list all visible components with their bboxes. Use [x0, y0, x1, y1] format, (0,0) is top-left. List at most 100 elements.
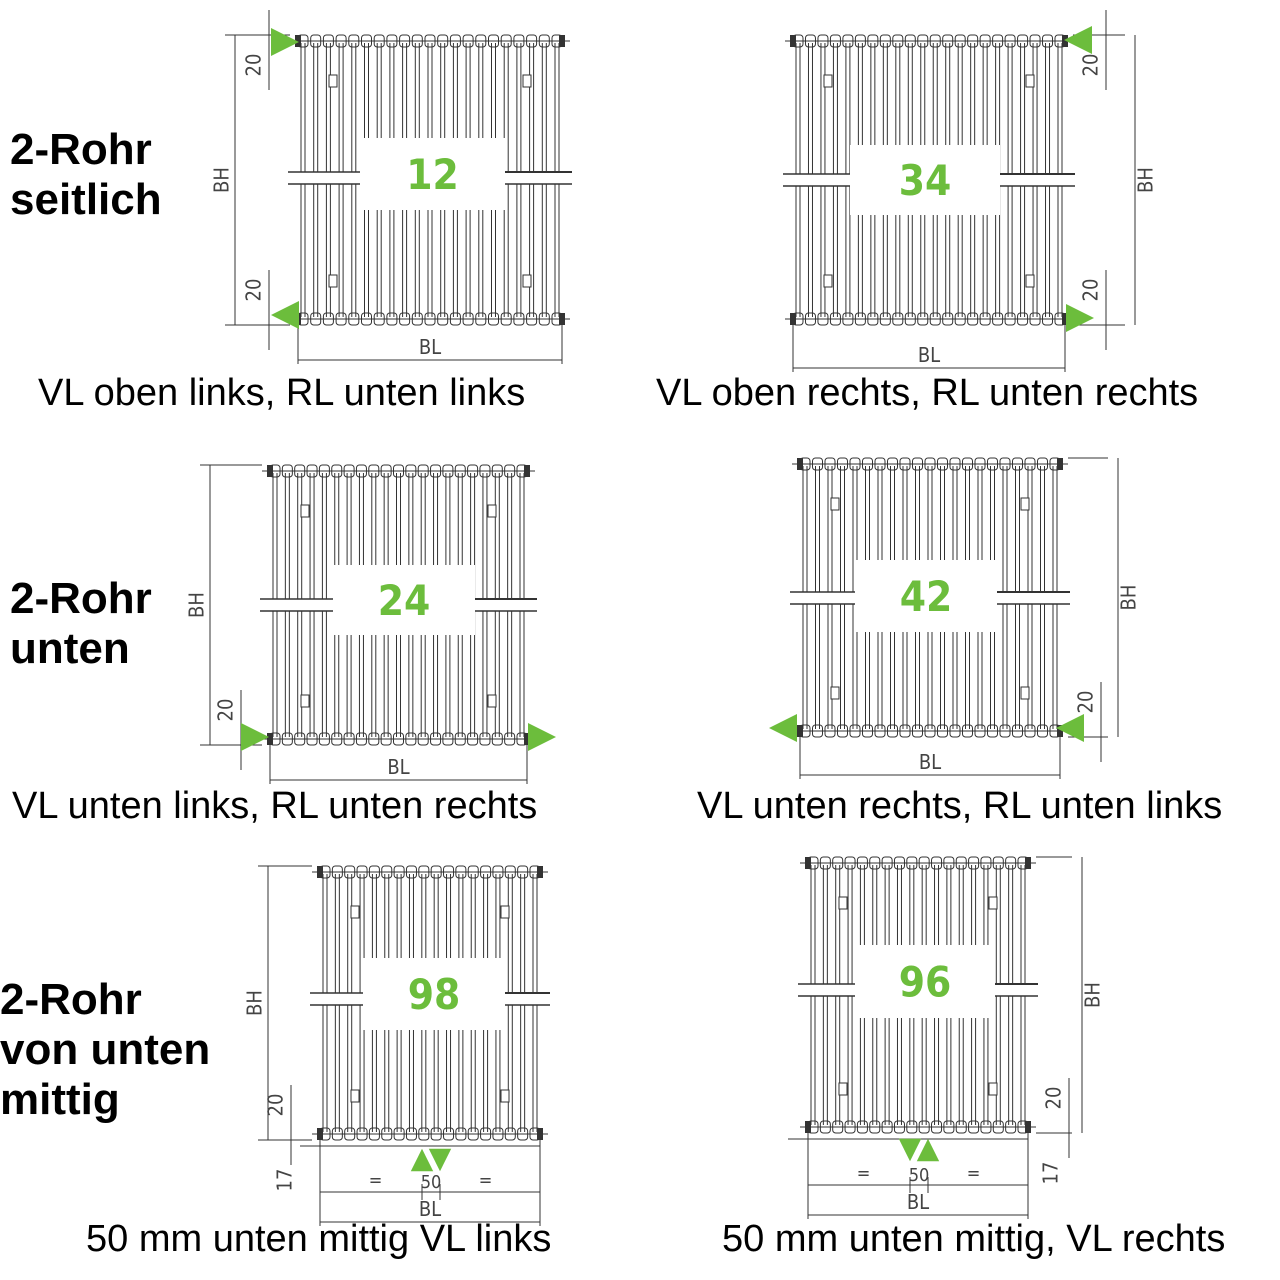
end-plug	[797, 725, 803, 737]
wall-bracket	[988, 896, 998, 910]
end-plug	[267, 465, 273, 477]
dim-bottom-label: 17	[1039, 1162, 1063, 1185]
end-plug	[559, 313, 565, 325]
end-plug	[295, 35, 301, 47]
end-plug	[790, 313, 796, 325]
flow-arrow-icon	[769, 714, 797, 742]
wall-bracket	[500, 905, 510, 919]
dim-bl-label: BL	[419, 1197, 441, 1221]
wall-bracket	[487, 504, 497, 518]
label-box	[850, 145, 1000, 215]
dim-bl-label: BL	[907, 1190, 929, 1214]
wall-bracket	[830, 497, 840, 511]
wall-bracket	[1020, 497, 1030, 511]
wall-bracket	[500, 1089, 510, 1103]
dim-bh-label: BH	[243, 990, 267, 1016]
end-plug	[1062, 35, 1068, 47]
dim-spacing-label: 50	[421, 1172, 442, 1193]
row-heading-side: 2-Rohr seitlich	[10, 125, 162, 225]
end-plug	[317, 866, 323, 878]
wall-bracket	[328, 74, 338, 88]
end-plug	[559, 35, 565, 47]
dim-offset-label: 20	[1074, 691, 1098, 714]
dim-bh-label: BH	[185, 592, 209, 618]
wall-bracket	[522, 74, 532, 88]
end-plug	[267, 733, 273, 745]
heading-line: 2-Rohr	[10, 125, 152, 174]
dim-bl-label: BL	[419, 335, 441, 359]
dim-equal-label: =	[967, 1163, 981, 1184]
dim-equal-label: =	[479, 1170, 493, 1191]
dim-offset-label: 20	[242, 279, 266, 302]
label-box	[363, 958, 505, 1030]
flow-arrow-icon	[241, 723, 269, 751]
end-plug	[790, 35, 796, 47]
heading-line: 2-Rohr	[10, 574, 152, 623]
end-plug	[317, 1128, 323, 1140]
dim-bh-label: BH	[1134, 167, 1158, 193]
label-box	[333, 565, 475, 635]
caption-96: 50 mm unten mittig, VL rechts	[722, 1218, 1226, 1260]
dim-bh-label: BH	[1117, 585, 1141, 611]
end-plug	[805, 857, 811, 869]
wall-bracket	[350, 905, 360, 919]
flow-arrow-icon	[1066, 304, 1094, 332]
end-plug	[1025, 857, 1031, 869]
caption-98: 50 mm unten mittig VL links	[86, 1218, 552, 1260]
dim-bl-label: BL	[387, 755, 409, 779]
end-plug	[524, 465, 530, 477]
dim-bl-label: BL	[918, 343, 940, 367]
wall-bracket	[823, 274, 833, 288]
wall-bracket	[300, 694, 310, 708]
dim-bottom-label: 17	[273, 1169, 297, 1192]
wall-bracket	[838, 1082, 848, 1096]
label-box	[855, 945, 995, 1018]
dim-offset-label: 20	[214, 699, 238, 722]
dim-equal-label: =	[369, 1170, 383, 1191]
wall-bracket	[1020, 686, 1030, 700]
dim-bh-label: BH	[1081, 982, 1105, 1008]
dim-offset-label: 20	[1079, 54, 1103, 77]
wall-bracket	[522, 274, 532, 288]
wall-bracket	[823, 74, 833, 88]
flow-arrow-icon	[1056, 714, 1084, 742]
end-plug	[524, 733, 530, 745]
label-box	[360, 138, 505, 210]
wall-bracket	[988, 1082, 998, 1096]
end-plug	[537, 866, 543, 878]
end-plug	[797, 458, 803, 470]
heading-line: 2-Rohr	[0, 975, 142, 1024]
heading-line: seitlich	[10, 175, 162, 224]
caption-34: VL oben rechts, RL unten rechts	[656, 372, 1199, 414]
flow-arrow-icon	[428, 1148, 452, 1172]
dim-offset-label: 20	[1042, 1087, 1066, 1110]
heading-line: mittig	[0, 1075, 120, 1124]
dim-equal-label: =	[857, 1163, 871, 1184]
model-code: 98	[408, 970, 461, 1019]
model-code: 12	[406, 150, 459, 199]
dim-offset-label: 20	[1079, 279, 1103, 302]
dim-offset-label: 20	[242, 54, 266, 77]
row-heading-bottom: 2-Rohr unten	[10, 574, 152, 674]
wall-bracket	[1025, 274, 1035, 288]
dim-bl-label: BL	[919, 750, 941, 774]
model-code: 42	[900, 572, 953, 621]
flow-arrow-icon	[271, 28, 299, 56]
flow-arrow-icon	[528, 723, 556, 751]
wall-bracket	[487, 694, 497, 708]
model-code: 34	[899, 156, 952, 205]
dim-offset-label: 20	[264, 1094, 288, 1117]
wall-bracket	[838, 896, 848, 910]
label-box	[855, 560, 997, 632]
end-plug	[805, 1121, 811, 1133]
end-plug	[1057, 725, 1063, 737]
model-code: 96	[899, 958, 952, 1007]
flow-arrow-icon	[1064, 26, 1092, 54]
dim-bh-label: BH	[210, 167, 234, 193]
